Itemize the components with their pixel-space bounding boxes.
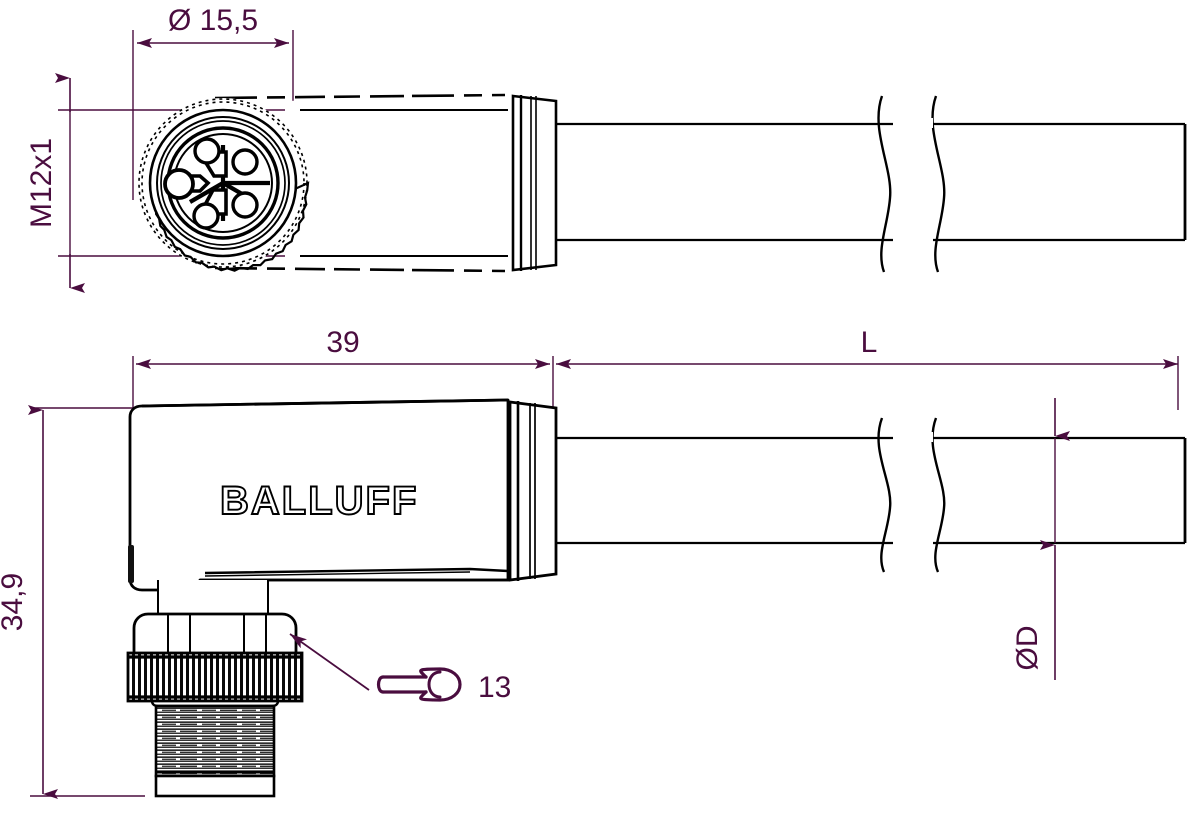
brand-logo-text: BALLUFF xyxy=(220,479,418,523)
leader-line xyxy=(289,633,370,691)
m12-connector-face xyxy=(138,98,310,272)
dim-thread-diameter: Ø 15,5 xyxy=(132,4,294,200)
brand-logo: BALLUFF xyxy=(219,478,418,524)
knurl-serration xyxy=(138,98,308,268)
top-view: Ø 15,5 M12x1 xyxy=(25,4,1187,293)
dim-label-thread-diameter: Ø 15,5 xyxy=(168,4,258,37)
strain-relief-collar-side xyxy=(508,400,558,582)
housing-bottom-ledge xyxy=(204,567,509,575)
wrench-size-label: 13 xyxy=(478,671,511,704)
hex-nut xyxy=(132,612,298,657)
dim-label-thread-designation: M12x1 xyxy=(25,138,58,228)
strain-relief-collar-top xyxy=(511,94,558,272)
housing-side-notch xyxy=(128,545,134,583)
break-line xyxy=(931,95,946,273)
dim-body-length: 39 xyxy=(132,326,554,410)
break-line xyxy=(931,417,946,573)
break-line xyxy=(877,95,892,273)
dim-label-cable-diameter: ØD xyxy=(1011,626,1044,671)
dim-label-cable-length: L xyxy=(861,326,878,359)
knurled-ring xyxy=(126,651,304,703)
dim-body-height: 34,9 xyxy=(0,405,145,799)
male-thread-m12x1 xyxy=(154,704,276,798)
side-view: 39 L 34,9 BAL xyxy=(0,326,1187,799)
dim-cable-length: L xyxy=(556,326,1179,410)
wrench-size-callout: 13 xyxy=(289,633,511,704)
dim-cable-diameter: ØD xyxy=(1011,398,1070,680)
socket-holes xyxy=(163,137,259,230)
break-line xyxy=(877,417,892,573)
cable-side-view xyxy=(556,417,1187,573)
dim-label-body-length: 39 xyxy=(326,326,359,359)
side-view-housing xyxy=(128,398,510,592)
wrench-icon xyxy=(376,667,462,702)
top-view-housing xyxy=(214,93,510,273)
keyway-socket xyxy=(163,168,195,200)
cable-top-view xyxy=(556,95,1187,273)
dim-thread-designation: M12x1 xyxy=(25,73,300,293)
m12-male-thread-assembly xyxy=(126,580,304,798)
dim-label-body-height: 34,9 xyxy=(0,573,29,631)
